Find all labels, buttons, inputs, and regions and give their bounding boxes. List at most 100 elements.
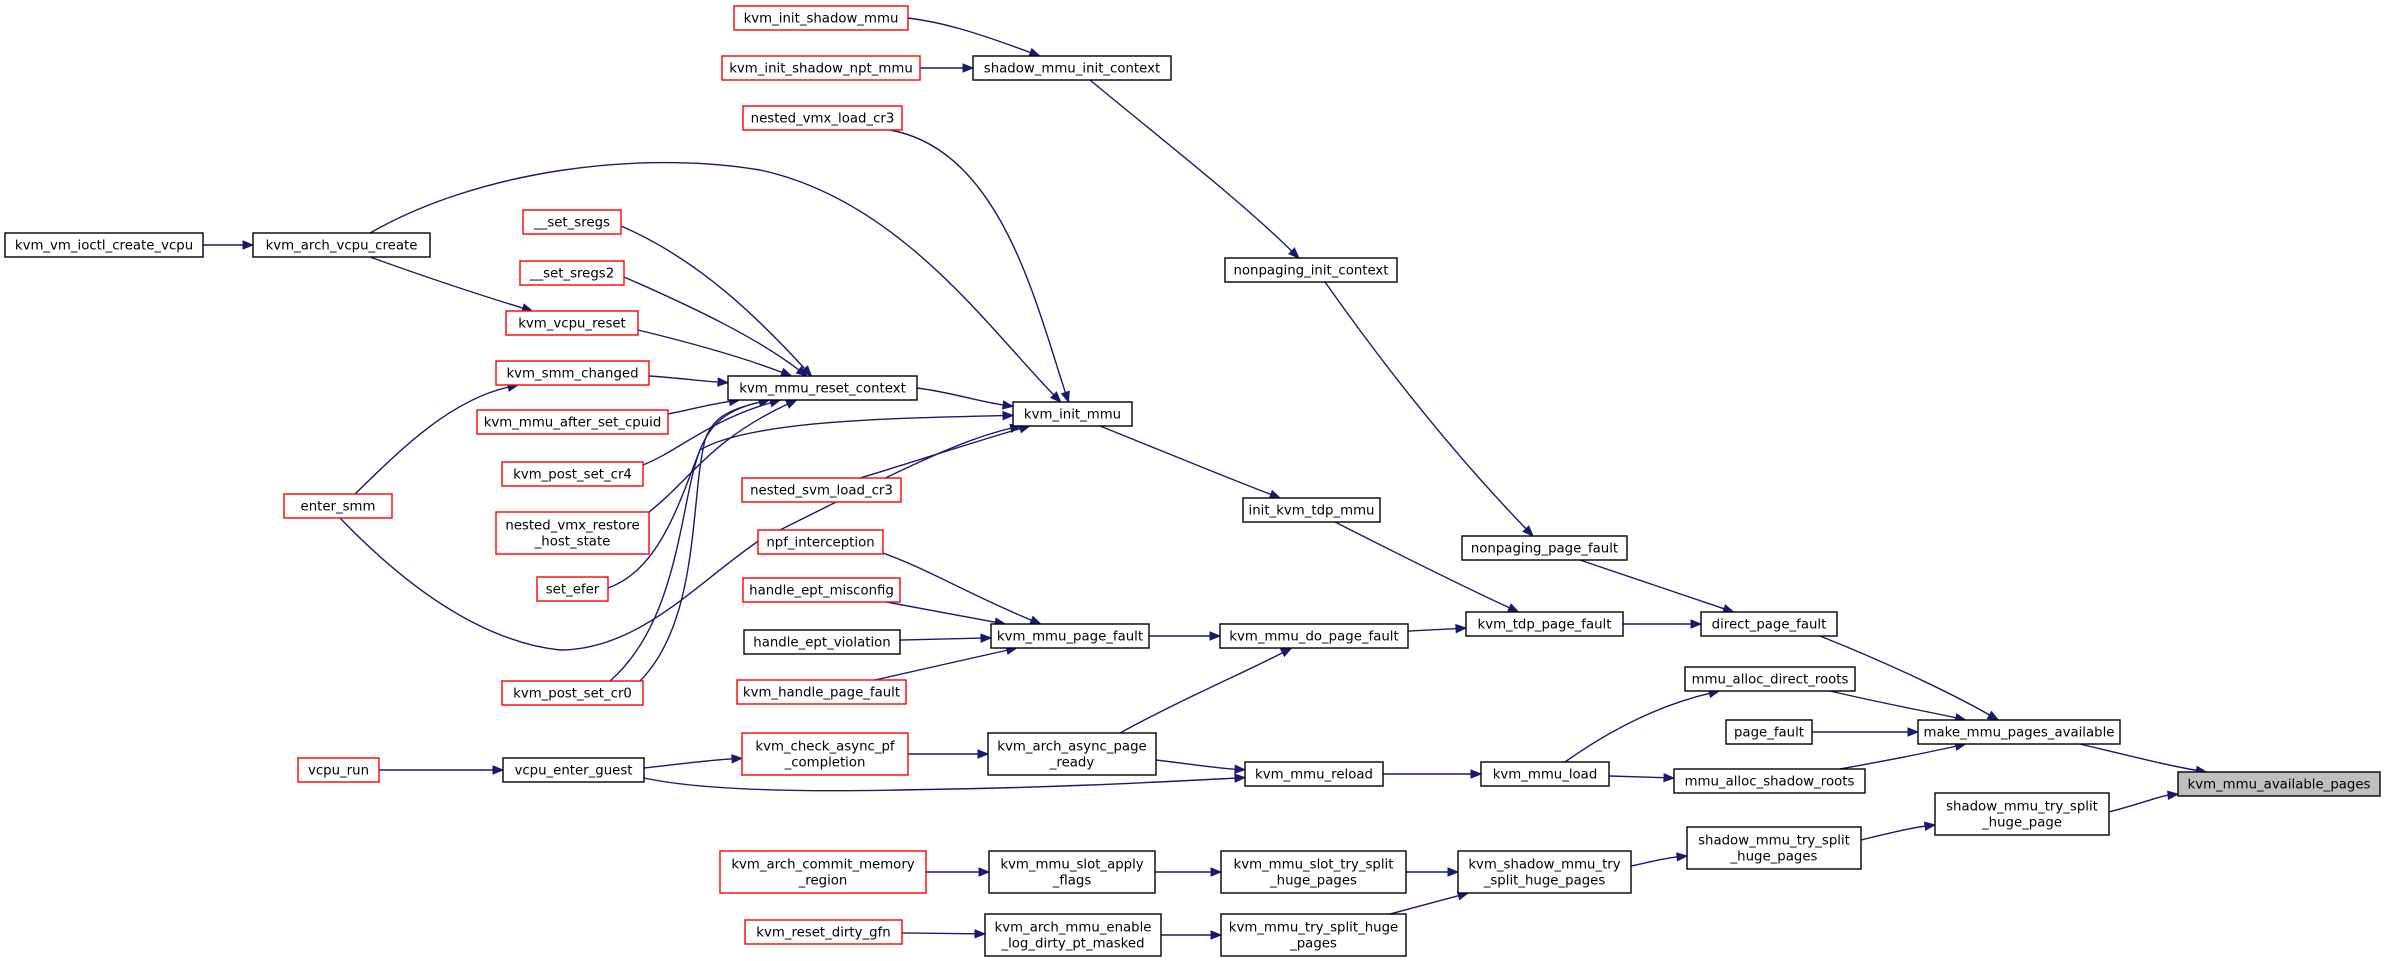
- node-label: kvm_vcpu_reset: [518, 317, 626, 332]
- node-direct-page-fault[interactable]: direct_page_fault: [1700, 611, 1838, 637]
- edge-line: [1099, 425, 1272, 496]
- edge-kvm_mmu_reset_context-to-kvm_init_mmu: [916, 387, 1015, 410]
- node-label: make_mmu_pages_available: [1924, 726, 2115, 741]
- node-label: kvm_post_set_cr4: [513, 468, 632, 483]
- node-kvm-smm-changed[interactable]: kvm_smm_changed: [495, 360, 650, 386]
- node-page-fault[interactable]: page_fault: [1725, 719, 1813, 745]
- edge-arrowhead: [492, 765, 505, 775]
- node-box: [495, 511, 650, 555]
- node-init-kvm-tdp-mmu[interactable]: init_kvm_tdp_mmu: [1242, 497, 1381, 523]
- node-box: [536, 576, 609, 602]
- node-kvm-mmu-slot-apply-flags[interactable]: kvm_mmu_slot_apply_flags: [988, 850, 1156, 894]
- node-kvm-mmu-try-split-huge-pages[interactable]: kvm_mmu_try_split_huge_pages: [1220, 913, 1407, 957]
- node-label: kvm_mmu_page_fault: [997, 630, 1143, 645]
- node-kvm-mmu-available-pages[interactable]: kvm_mmu_available_pages: [2177, 771, 2381, 797]
- node-label: _huge_pages: [1730, 850, 1818, 865]
- node-kvm-arch-mmu-enable-log-dirty-pt-masked[interactable]: kvm_arch_mmu_enable_log_dirty_pt_masked: [984, 913, 1162, 957]
- node-make-mmu-pages-available[interactable]: make_mmu_pages_available: [1917, 719, 2121, 745]
- node-kvm-arch-vcpu-create[interactable]: kvm_arch_vcpu_create: [252, 232, 431, 258]
- edge-arrowhead: [1288, 247, 1300, 259]
- node-box: [733, 5, 909, 31]
- node-kvm-init-shadow-mmu[interactable]: kvm_init_shadow_mmu: [733, 5, 909, 31]
- node-mmu-alloc-direct-roots[interactable]: mmu_alloc_direct_roots: [1684, 666, 1856, 692]
- node-box: [987, 732, 1157, 776]
- node-kvm-post-set-cr4[interactable]: kvm_post_set_cr4: [501, 461, 644, 487]
- edge-kvm_check_async_pf_completion-to-kvm_arch_async_page_ready: [908, 749, 990, 759]
- node-kvm-vcpu-reset[interactable]: kvm_vcpu_reset: [505, 310, 639, 336]
- node-kvm-mmu-do-page-fault[interactable]: kvm_mmu_do_page_fault: [1219, 623, 1409, 649]
- node-shadow-mmu-init-context[interactable]: shadow_mmu_init_context: [972, 55, 1172, 81]
- node-kvm-mmu-load[interactable]: kvm_mmu_load: [1480, 761, 1610, 787]
- edge-arrowhead: [717, 377, 730, 387]
- edge-line: [2079, 743, 2198, 772]
- node-shadow-mmu-try-split-huge-pages[interactable]: shadow_mmu_try_split_huge_pages: [1686, 826, 1862, 870]
- node-label: direct_page_fault: [1712, 618, 1827, 633]
- node-kvm-mmu-page-fault[interactable]: kvm_mmu_page_fault: [990, 623, 1150, 649]
- node-box: [719, 850, 927, 894]
- node-handle-ept-misconfig[interactable]: handle_ept_misconfig: [742, 577, 901, 603]
- edge-line: [1407, 627, 1458, 632]
- node-enter-smm[interactable]: enter_smm: [283, 493, 393, 519]
- node-nested-svm-load-cr3[interactable]: nested_svm_load_cr3: [741, 477, 902, 503]
- node---set-sregs[interactable]: __set_sregs: [522, 209, 622, 235]
- node-kvm-reset-dirty-gfn[interactable]: kvm_reset_dirty_gfn: [744, 919, 903, 945]
- node-npf-interception[interactable]: npf_interception: [757, 529, 884, 555]
- node-label: handle_ept_violation: [753, 636, 890, 651]
- node-label: nonpaging_init_context: [1233, 264, 1388, 279]
- edge-enter_smm-to-kvm_init_mmu: [339, 423, 1022, 651]
- node-layer: kvm_mmu_available_pages make_mmu_pages_av…: [4, 5, 2381, 957]
- edge-line: [637, 329, 784, 374]
- node-box: [1219, 623, 1409, 649]
- node-shadow-mmu-try-split-huge-page[interactable]: shadow_mmu_try_split_huge_page: [1934, 792, 2110, 836]
- node-kvm-handle-page-fault[interactable]: kvm_handle_page_fault: [736, 679, 907, 705]
- node-nonpaging-page-fault[interactable]: nonpaging_page_fault: [1461, 535, 1628, 561]
- edge-nonpaging_init_context-to-nonpaging_page_fault: [1324, 281, 1534, 537]
- edge-line: [643, 777, 1237, 792]
- node-kvm-init-mmu[interactable]: kvm_init_mmu: [1012, 401, 1133, 427]
- node-label: mmu_alloc_shadow_roots: [1685, 775, 1855, 790]
- edge-arrowhead: [1663, 772, 1676, 783]
- node-kvm-check-async-pf-completion[interactable]: kvm_check_async_pf_completion: [741, 732, 909, 776]
- node-label: kvm_mmu_load: [1493, 768, 1598, 783]
- node-vcpu-enter-guest[interactable]: vcpu_enter_guest: [502, 757, 645, 783]
- node-nonpaging-init-context[interactable]: nonpaging_init_context: [1224, 257, 1398, 283]
- edge-kvm_arch_async_page_ready-to-kvm_mmu_do_page_fault: [1119, 647, 1293, 734]
- edge-kvm_mmu_load-to-mmu_alloc_direct_roots: [1564, 688, 1721, 763]
- edge-arrowhead: [1455, 623, 1468, 634]
- edge-kvm_reset_dirty_gfn-to-kvm_arch_mmu_enable_log_dirty_pt_masked: [901, 929, 987, 939]
- node-kvm-arch-async-page-ready[interactable]: kvm_arch_async_page_ready: [987, 732, 1157, 776]
- node-vcpu-run[interactable]: vcpu_run: [297, 757, 380, 783]
- node-label: shadow_mmu_try_split: [1946, 800, 2098, 815]
- node-kvm-mmu-reset-context[interactable]: kvm_mmu_reset_context: [727, 375, 918, 401]
- node-kvm-arch-commit-memory-region[interactable]: kvm_arch_commit_memory_region: [719, 850, 927, 894]
- node-label: _region: [798, 874, 848, 889]
- node-kvm-vm-ioctl-create-vcpu[interactable]: kvm_vm_ioctl_create_vcpu: [4, 232, 204, 258]
- node-kvm-init-shadow-npt-mmu[interactable]: kvm_init_shadow_npt_mmu: [721, 55, 921, 81]
- node-kvm-shadow-mmu-try-split-huge-pages[interactable]: kvm_shadow_mmu_try_split_huge_pages: [1457, 850, 1632, 894]
- node-nested-vmx-restore-host-state[interactable]: nested_vmx_restore_host_state: [495, 511, 650, 555]
- node-box: [495, 360, 650, 386]
- node-set-efer[interactable]: set_efer: [536, 576, 609, 602]
- node-kvm-mmu-slot-try-split-huge-pages[interactable]: kvm_mmu_slot_try_split_huge_pages: [1220, 850, 1407, 894]
- node-kvm-tdp-page-fault[interactable]: kvm_tdp_page_fault: [1465, 611, 1624, 637]
- node-box: [1465, 611, 1624, 637]
- node-label: handle_ept_misconfig: [749, 584, 894, 599]
- node-box: [984, 913, 1162, 957]
- node-box: [501, 461, 644, 487]
- node-kvm-mmu-after-set-cpuid[interactable]: kvm_mmu_after_set_cpuid: [476, 409, 669, 435]
- edge-shadow_mmu_try_split_huge_pages-to-shadow_mmu_try_split_huge_page: [1860, 821, 1937, 841]
- node-handle-ept-violation[interactable]: handle_ept_violation: [743, 629, 901, 655]
- edge-arrowhead: [978, 867, 991, 877]
- edge-arrowhead: [1923, 821, 1937, 831]
- node-label: nested_vmx_load_cr3: [751, 112, 895, 127]
- node-nested-vmx-load-cr3[interactable]: nested_vmx_load_cr3: [742, 105, 903, 131]
- node-box: [1684, 666, 1856, 692]
- node-mmu-alloc-shadow-roots[interactable]: mmu_alloc_shadow_roots: [1673, 768, 1866, 794]
- node-kvm-mmu-reload[interactable]: kvm_mmu_reload: [1244, 761, 1384, 787]
- node-box: [1012, 401, 1133, 427]
- node-label: shadow_mmu_init_context: [984, 62, 1160, 77]
- node-kvm-post-set-cr0[interactable]: kvm_post_set_cr0: [501, 680, 644, 706]
- edge-arrowhead: [1029, 615, 1042, 625]
- edge-kvm_arch_vcpu_create-to-kvm_init_mmu: [369, 161, 1062, 403]
- node---set-sregs2[interactable]: __set_sregs2: [519, 260, 625, 286]
